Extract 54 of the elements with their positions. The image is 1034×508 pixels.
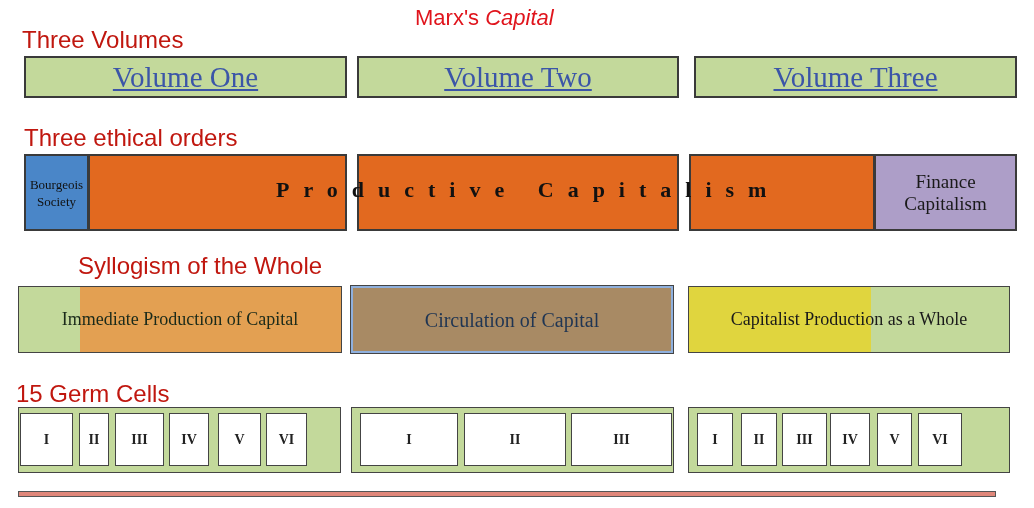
germ-cell-box bbox=[741, 413, 777, 466]
section-heading: Syllogism of the Whole bbox=[78, 251, 323, 281]
order-label: Bourgeois Society bbox=[28, 175, 85, 210]
numeral-label: III bbox=[613, 431, 630, 449]
numeral-label: V bbox=[234, 431, 245, 449]
order-box bbox=[24, 154, 88, 231]
germ-cell-box bbox=[464, 413, 566, 466]
volume-link: Volume Two bbox=[444, 62, 592, 92]
part-label: Immediate Production of Capital bbox=[61, 308, 299, 331]
germ-cell-box bbox=[266, 413, 307, 466]
cell-group-box bbox=[18, 407, 341, 473]
germ-cell-box bbox=[830, 413, 870, 466]
section-heading: Three ethical orders bbox=[24, 123, 238, 153]
numeral-label: IV bbox=[181, 431, 197, 449]
numeral-label: I bbox=[43, 431, 50, 449]
numeral-label: VI bbox=[932, 431, 948, 449]
numeral-label: II bbox=[88, 431, 100, 449]
numeral-label: III bbox=[131, 431, 148, 449]
germ-cell-box bbox=[360, 413, 458, 466]
numeral-label: II bbox=[753, 431, 765, 449]
diagram-title: Marx's Capital bbox=[415, 4, 554, 32]
part-box bbox=[688, 286, 1010, 353]
numeral-label: VI bbox=[278, 431, 295, 449]
germ-cell-box bbox=[218, 413, 261, 466]
numeral-label: II bbox=[509, 431, 521, 449]
part-label: Capitalist Production as a Whole bbox=[730, 308, 968, 331]
volume-link: Volume Three bbox=[773, 62, 938, 92]
volume-link: Volume One bbox=[112, 62, 259, 92]
germ-cell-box bbox=[571, 413, 672, 466]
numeral-label: IV bbox=[842, 431, 858, 449]
part-label: Circulation of Capital bbox=[424, 307, 600, 334]
cell-group-box bbox=[688, 407, 1010, 473]
germ-cell-box bbox=[697, 413, 733, 466]
part-box bbox=[351, 286, 673, 353]
numeral-label: V bbox=[889, 431, 900, 449]
numeral-label: I bbox=[712, 431, 718, 449]
germ-cell-box bbox=[782, 413, 827, 466]
section-heading: 15 Germ Cells bbox=[16, 379, 170, 409]
order-box bbox=[875, 154, 1017, 231]
numeral-label: III bbox=[796, 431, 813, 449]
numeral-label: I bbox=[406, 431, 412, 449]
germ-cell-box bbox=[79, 413, 109, 466]
cell-group-box bbox=[351, 407, 674, 473]
volume-box bbox=[357, 56, 679, 98]
germ-cell-box bbox=[115, 413, 164, 466]
part-box bbox=[18, 286, 342, 353]
order-label: Finance Capitalism bbox=[903, 170, 988, 215]
germ-cell-box bbox=[20, 413, 73, 466]
germ-cell-box bbox=[877, 413, 912, 466]
germ-cell-box bbox=[169, 413, 209, 466]
germ-cell-box bbox=[918, 413, 962, 466]
volume-box bbox=[24, 56, 347, 98]
volume-box bbox=[694, 56, 1017, 98]
section-heading: Three Volumes bbox=[22, 25, 184, 55]
